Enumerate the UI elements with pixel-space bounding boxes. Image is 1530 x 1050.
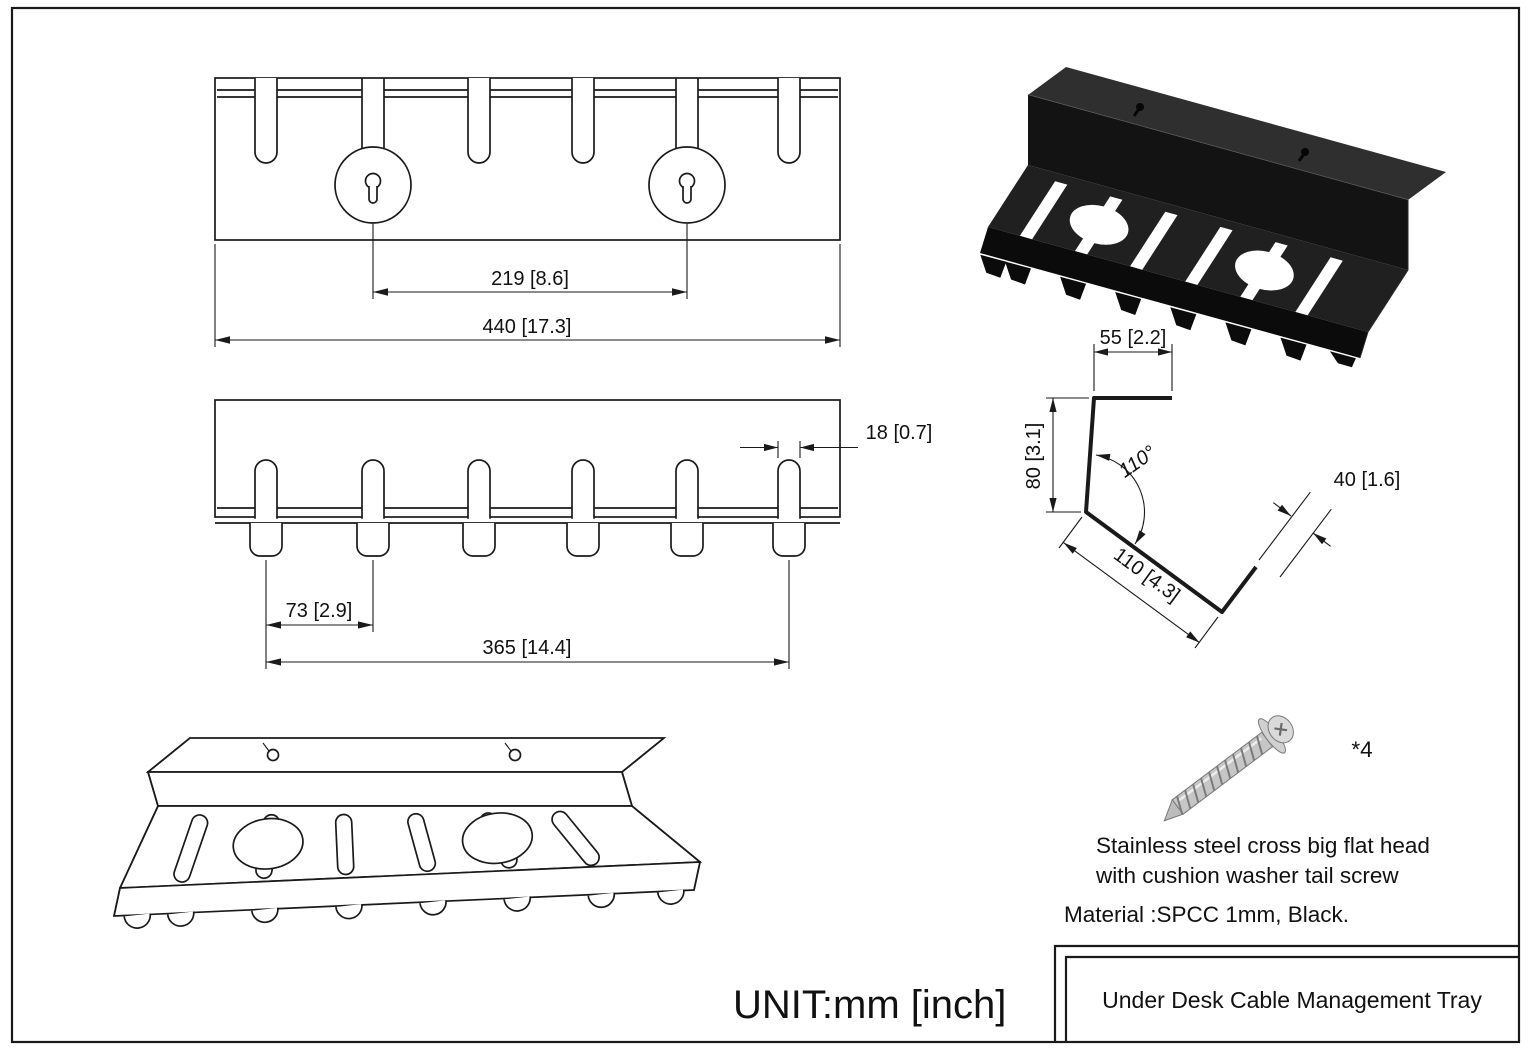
drawing-title: Under Desk Cable Management Tray [1102, 987, 1482, 1013]
hook-tab [462, 523, 496, 557]
dim-label-first-pitch: 73 [2.9] [286, 600, 353, 622]
wire-back-wall [146, 771, 634, 807]
wire-hook-teeth [123, 889, 685, 929]
title-block: Under Desk Cable Management Tray [1053, 944, 1519, 1042]
dim-label-bend-angle: 110° [1115, 442, 1160, 483]
render-flange [1028, 67, 1446, 200]
screw-shaft [1171, 731, 1274, 815]
render-front-lip [980, 227, 1368, 358]
wireframe-drawing [112, 737, 703, 929]
hook-tab [356, 523, 390, 557]
screw-description-line2: with cushion washer tail screw [1095, 863, 1399, 888]
screw-quantity-label: *4 [1351, 737, 1372, 762]
dim-label-overall-width: 440 [17.3] [483, 316, 572, 338]
render-back-wall [1028, 95, 1408, 270]
bottom-view-drawing: 18 [0.7] 73 [2.9] 365 [14.4] [214, 399, 933, 669]
slot-cutout [777, 78, 801, 164]
render-oval-hole [1235, 250, 1294, 291]
unit-label: UNIT:mm [inch] [733, 983, 1006, 1027]
wire-flange [145, 737, 667, 773]
slot-cutout [467, 78, 491, 164]
front-view-drawing: 219 [8.6] 440 [17.3] [214, 77, 841, 347]
slot-cutout [254, 78, 278, 164]
render-hook-teeth [980, 254, 1356, 368]
wire-slot-cutouts [173, 810, 600, 883]
hook-tab [670, 523, 704, 557]
dim-label-height: 80 [3.1] [1023, 423, 1045, 490]
dim-label-slot-span: 365 [14.4] [483, 637, 572, 659]
profile-view-drawing: 55 [2.2] 80 [3.1] 110° 110 [4.3] 40 [1.6… [1023, 327, 1401, 649]
slot-cutout [361, 459, 385, 519]
hook-tab [566, 523, 600, 557]
screw-threads [1176, 735, 1264, 816]
render-oval-hole [1069, 204, 1129, 245]
profile-section [1084, 396, 1258, 614]
wire-oval-hole [461, 812, 534, 865]
render-flange-keyholes [1132, 103, 1309, 162]
slot-cutout [571, 459, 595, 519]
wire-oval-hole [232, 817, 304, 870]
dim-label-flange-depth: 55 [2.2] [1100, 327, 1167, 349]
dim-label-hole-spacing: 219 [8.6] [491, 268, 569, 290]
slot-cutout [675, 459, 699, 519]
hook-tab [249, 523, 283, 557]
slot-cutout [777, 459, 801, 519]
wire-flange-keyholes [262, 742, 522, 762]
iso-render [980, 67, 1446, 368]
dim-label-slot-width: 18 [0.7] [866, 422, 933, 444]
slot-cutout [571, 78, 595, 164]
screw-description-line1: Stainless steel cross big flat head [1096, 833, 1430, 858]
render-slot-cutouts [1019, 181, 1343, 316]
screw-image [1163, 715, 1294, 822]
page-border [10, 6, 1521, 1044]
slot-cutout [467, 459, 491, 519]
material-note: Material :SPCC 1mm, Black. [1064, 902, 1349, 927]
slot-cutout [254, 459, 278, 519]
dim-label-lip-height: 40 [1.6] [1334, 469, 1401, 491]
hook-tab [772, 523, 806, 557]
